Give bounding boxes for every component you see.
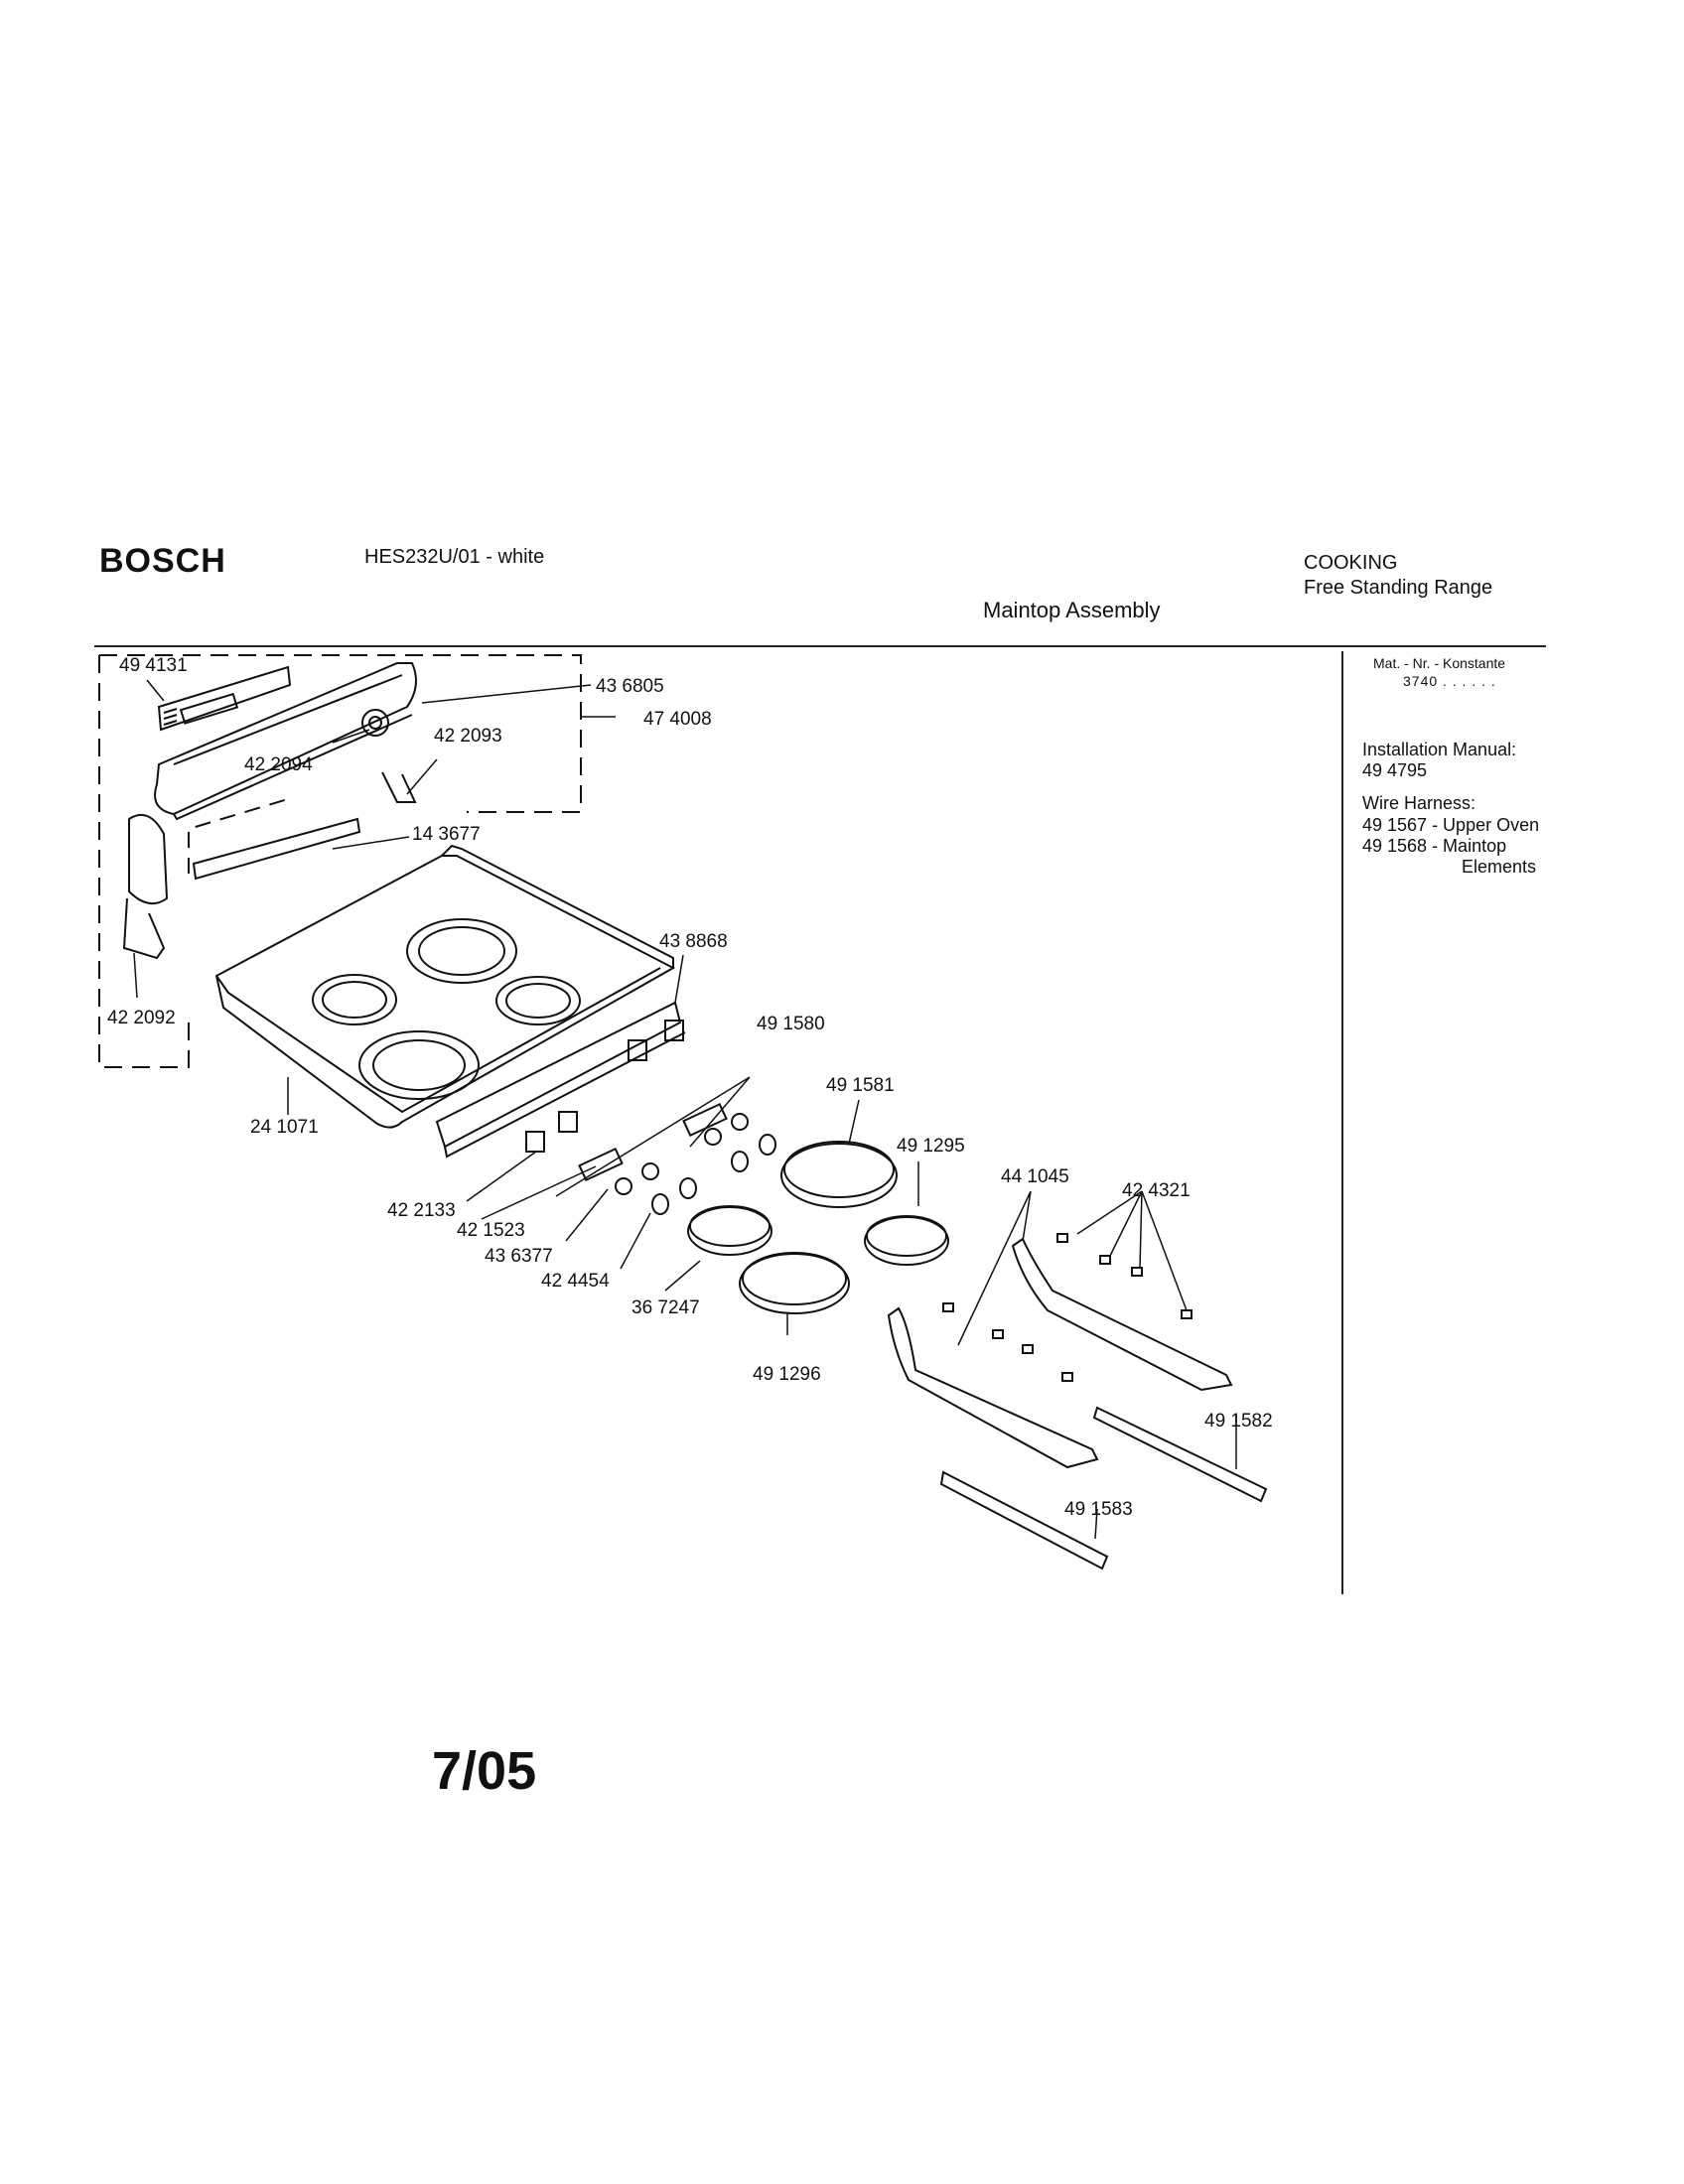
part-label-424321: 42 4321 [1122,1180,1191,1201]
part-label-436805: 43 6805 [596,676,664,697]
dashed-boundary-outer [98,654,582,1068]
clips [942,1233,1193,1382]
sidebar-divider [1341,651,1343,1594]
installation-manual-label: Installation Manual: [1362,740,1517,759]
subcategory-label: Free Standing Range [1304,577,1493,599]
part-label-436377: 43 6377 [485,1246,553,1267]
installation-manual-value: 49 4795 [1362,760,1428,780]
part-label-491581: 49 1581 [826,1075,895,1096]
mat-nr-value: 3740 . . . . . . [1403,673,1496,689]
side-trims [887,1237,1268,1570]
wire-harness-label: Wire Harness: [1362,793,1476,813]
part-label-422092: 42 2092 [107,1008,176,1028]
part-label-491583: 49 1583 [1064,1499,1133,1520]
part-label-491295: 49 1295 [897,1136,965,1157]
assembly-title: Maintop Assembly [983,598,1161,622]
control-knobs [615,1113,776,1215]
part-label-491296: 49 1296 [753,1364,821,1385]
part-label-474008: 47 4008 [643,709,712,730]
part-label-421523: 42 1523 [457,1220,525,1241]
part-label-143677: 14 3677 [412,824,481,845]
end-cap [122,814,169,960]
maintop-cooktop [214,844,676,1129]
part-label-422093: 42 2093 [434,726,502,747]
wire-harness-upper: 49 1567 - Upper Oven [1362,815,1540,835]
header-divider [94,645,1546,647]
dashed-boundary-backguard [188,798,289,874]
part-label-491582: 49 1582 [1204,1411,1273,1432]
bracket-strip [192,817,361,881]
electronic-control-board [157,665,292,732]
part-label-438868: 43 8868 [659,931,728,952]
mat-nr-label: Mat. - Nr. - Konstante [1373,655,1506,671]
brand-logo: BOSCH [99,542,226,580]
switch-channel [435,1001,686,1159]
part-label-422094: 42 2094 [244,754,313,775]
element-rings [687,1141,949,1314]
wire-harness-maintop: 49 1568 - Maintop [1362,836,1507,856]
model-number: HES232U/01 - white [364,546,545,568]
part-label-367247: 36 7247 [632,1297,700,1318]
part-label-241071: 24 1071 [250,1117,319,1138]
revision-date: 7/05 [432,1741,537,1801]
leader-lines [133,679,1237,1540]
part-label-422133: 42 2133 [387,1200,456,1221]
part-label-424454: 42 4454 [541,1271,610,1292]
control-panel-backguard [154,662,417,821]
category-label: COOKING [1304,552,1398,574]
wire-harness-maintop-cont: Elements [1462,857,1537,877]
part-label-441045: 44 1045 [1001,1166,1069,1187]
part-labels: 49 4131 43 6805 47 4008 42 2094 42 2093 … [107,655,1273,1520]
part-label-494131: 49 4131 [119,655,188,676]
part-label-491580: 49 1580 [757,1014,825,1034]
